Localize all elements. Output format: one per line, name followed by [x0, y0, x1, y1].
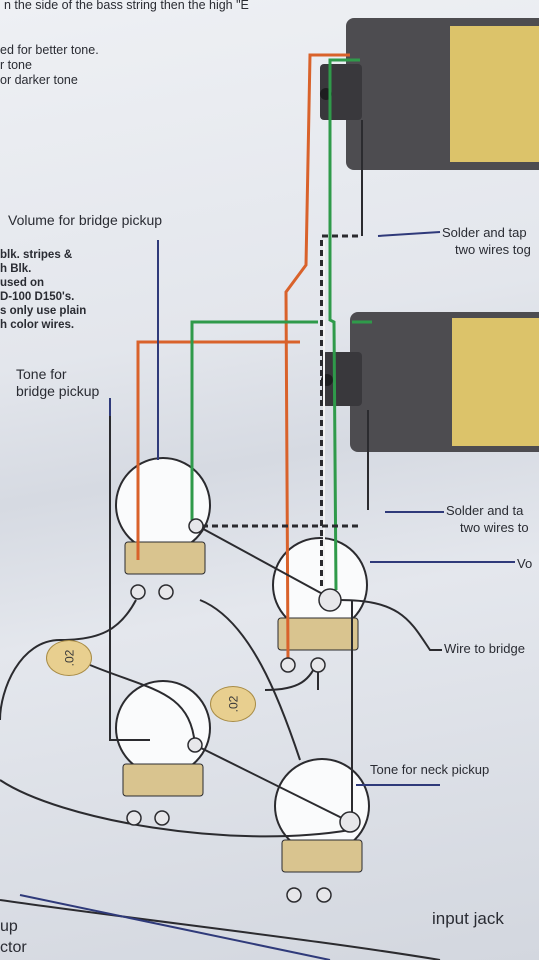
label-solder-top-1: Solder and tap [442, 225, 527, 240]
wire-note-2: h Blk. [0, 263, 32, 275]
header-note-2: ed for better tone. [0, 43, 99, 57]
green-wires [190, 58, 372, 591]
label-volume-neck: Vo [517, 556, 533, 571]
wire-note-1: blk. stripes & [0, 249, 73, 261]
label-selector-2: ctor [0, 939, 27, 956]
black-wires [0, 415, 442, 960]
label-selector-1: up [0, 918, 18, 935]
wire-note-4: D-100 D150's. [0, 291, 75, 303]
label-solder-top-2: two wires tog [455, 242, 531, 257]
label-tone-bridge-2: bridge pickup [16, 383, 100, 399]
pot-tone-bridge [115, 457, 211, 575]
wire-note-6: h color wires. [0, 319, 75, 331]
header-note-1: n the side of the bass string then the h… [4, 0, 249, 12]
solder-points [126, 518, 361, 903]
leader-lines [19, 231, 515, 960]
wire-note-5: s only use plain [0, 305, 87, 317]
header-note-3: r tone [0, 58, 32, 72]
label-volume-bridge: Volume for bridge pickup [8, 212, 163, 228]
bridge-pickup [320, 18, 539, 170]
capacitor-2: .02 [210, 686, 256, 722]
header-note-4: or darker tone [0, 73, 78, 87]
label-tone-bridge-1: Tone for [16, 366, 67, 382]
label-input-jack: input jack [432, 909, 504, 928]
capacitor-2-value: .02 [226, 695, 240, 713]
capacitor-1: .02 [46, 640, 92, 676]
label-tone-neck: Tone for neck pickup [370, 762, 490, 777]
shield-wires [196, 120, 369, 590]
orange-wires [136, 53, 350, 661]
neck-pickup [321, 312, 539, 452]
pot-volume-bridge [115, 680, 211, 797]
label-solder-mid-1: Solder and ta [446, 503, 524, 518]
label-wire-to-bridge: Wire to bridge [444, 641, 525, 656]
label-solder-mid-2: two wires to [460, 520, 529, 535]
wire-note-3: used on [0, 277, 45, 289]
capacitor-1-value: .02 [62, 649, 76, 667]
